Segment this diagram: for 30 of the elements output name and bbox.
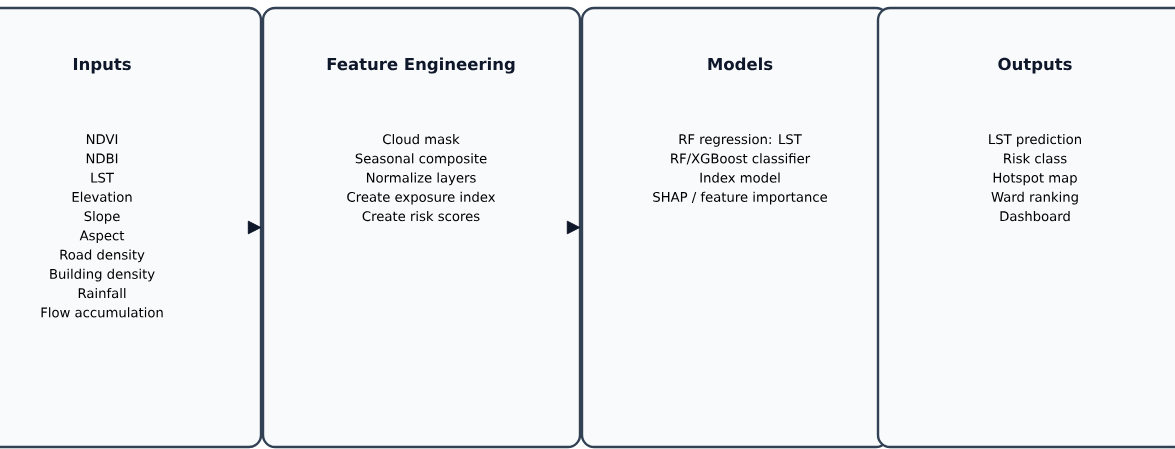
list-item: NDBI	[86, 153, 118, 164]
list-item: LST prediction	[989, 133, 1081, 147]
list-item: Road density	[60, 249, 145, 263]
column-heading: Models	[708, 57, 773, 71]
list-item: Seasonal composite	[355, 153, 487, 166]
list-item: NDVI	[86, 134, 118, 144]
column-heading: Outputs	[998, 57, 1072, 74]
list-item: Rainfall	[78, 287, 126, 299]
list-item: Create risk scores	[362, 210, 480, 222]
list-item: LST	[91, 172, 114, 183]
list-item: Create exposure index	[347, 191, 496, 205]
list-item: SHAP / feature importance	[653, 191, 827, 205]
list-item: Slope	[84, 210, 120, 224]
list-item: RF/XGBoost classifier	[671, 153, 811, 165]
arrow	[247, 220, 262, 235]
list-item: Flow accumulation	[41, 307, 163, 318]
list-item: Building density	[50, 268, 155, 282]
list-item: Aspect	[79, 230, 125, 243]
list-item: Hotspot map	[993, 172, 1077, 186]
list-item: Dashboard	[1000, 210, 1070, 222]
list-item: RF regression: LST	[679, 133, 802, 147]
list-item: Elevation	[72, 191, 132, 202]
column-heading: Inputs	[73, 57, 131, 74]
list-item: Normalize layers	[367, 172, 476, 186]
list-item: Ward ranking	[991, 191, 1078, 205]
arrow	[566, 220, 581, 235]
list-item: Index model	[700, 172, 780, 183]
list-item: Risk class	[1004, 153, 1067, 164]
list-item: Cloud mask	[383, 133, 460, 145]
column-heading: Feature Engineering	[327, 57, 515, 74]
